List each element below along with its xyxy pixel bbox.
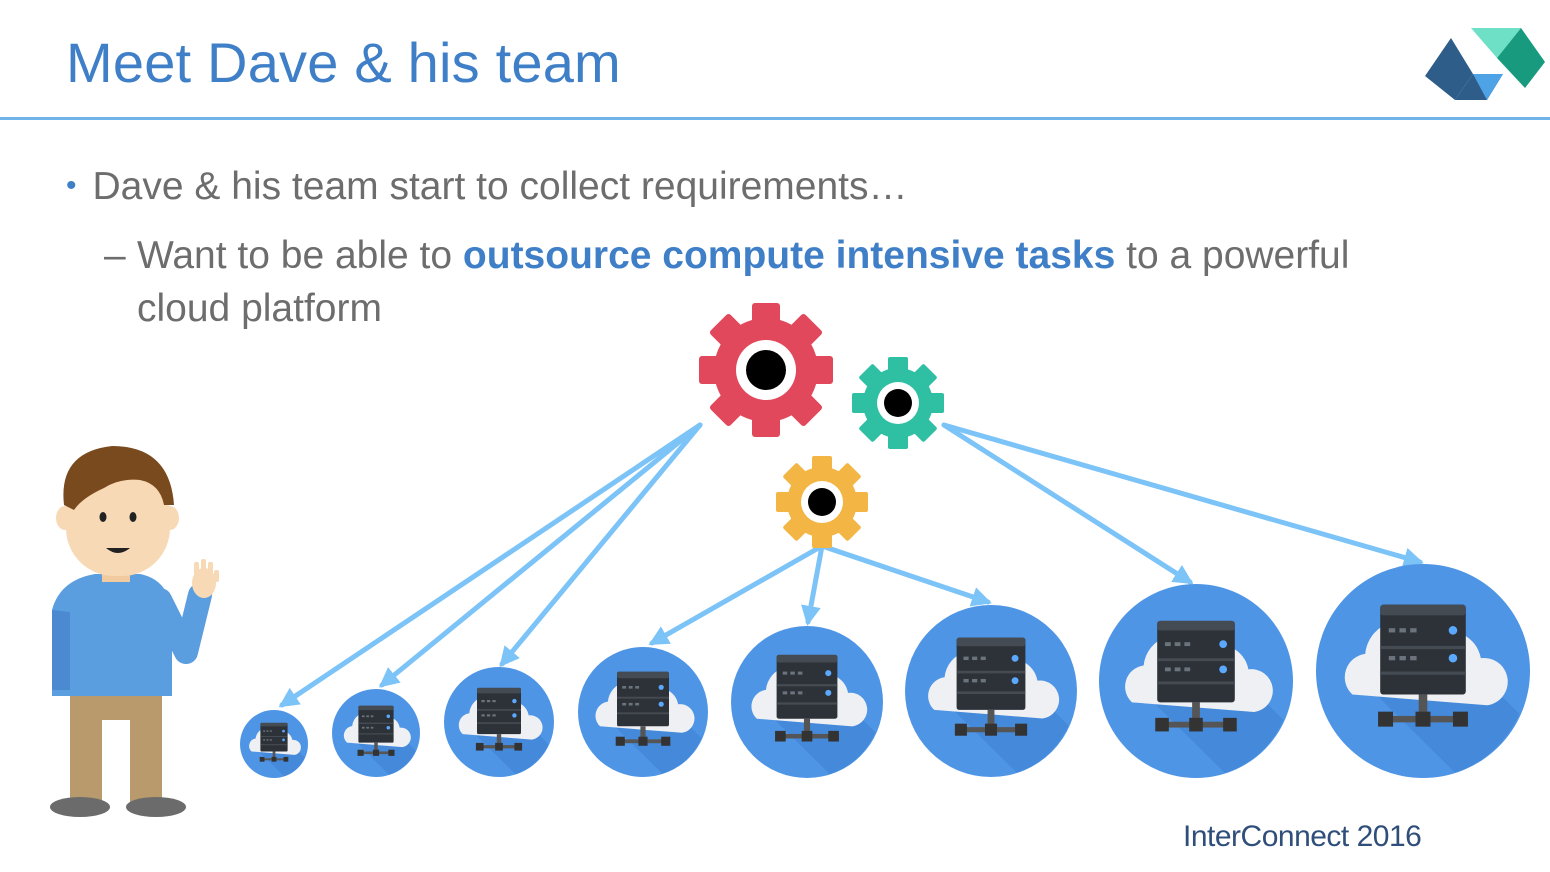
- bullet-2-after: to a powerful cloud platform: [137, 234, 1350, 330]
- bullet-dot: •: [66, 169, 77, 202]
- cloud-server-icon: [1314, 562, 1532, 780]
- cloud-server-icon: [443, 666, 555, 778]
- slide-title: Meet Dave & his team: [66, 31, 621, 94]
- brand-logo-icon: [1425, 28, 1545, 100]
- bullet-2-text: Want to be able to outsource compute int…: [137, 229, 1364, 335]
- cloud-server-icon: [577, 646, 709, 778]
- gear-icon: [699, 303, 833, 437]
- arrow-8: [941, 422, 1424, 568]
- arrow-4: [648, 543, 825, 646]
- footer-event-label: InterConnect 2016: [1183, 820, 1422, 853]
- arrow-6: [819, 543, 992, 607]
- sub-bullet-dash: –: [104, 234, 126, 277]
- person-waving-icon: [50, 446, 219, 817]
- arrows: [278, 422, 1424, 708]
- bullet-1-text: Dave & his team start to collect require…: [92, 165, 908, 208]
- gear-icon: [852, 357, 944, 449]
- bullet-item-1: • Dave & his team start to collect requir…: [66, 165, 908, 209]
- bullet-2-before: Want to be able to: [137, 234, 463, 277]
- gear-icon: [776, 456, 868, 548]
- cloud-server-icon: [729, 624, 885, 780]
- bullet-2-emphasis: outsource compute intensive tasks: [462, 234, 1116, 277]
- arrow-7: [941, 422, 1194, 585]
- cloud-server-icon: [903, 603, 1079, 779]
- title-divider: [0, 117, 1550, 120]
- arrow-3: [499, 422, 703, 668]
- arrow-2: [378, 422, 703, 688]
- cloud-server-icon: [1097, 582, 1295, 780]
- cloud-server-icon: [239, 709, 309, 779]
- arrow-1: [278, 422, 703, 708]
- bullet-item-2: – Want to be able to outsource compute i…: [104, 229, 1364, 335]
- arrow-5: [801, 543, 825, 626]
- cloud-server-icon: [331, 688, 421, 778]
